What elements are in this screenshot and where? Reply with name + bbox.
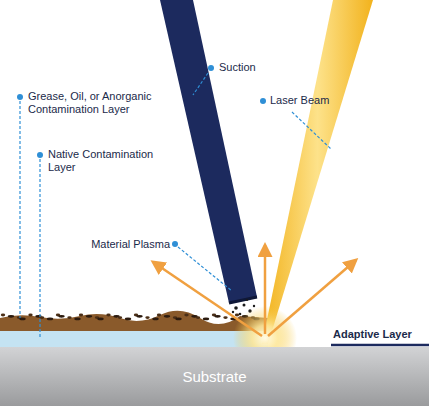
layer-label: Grease, Oil, or Anorganic Contamination … [28,90,168,116]
leader-lines [20,73,331,338]
part-label: Laser Beam [270,94,360,107]
node-label: Substrate [182,368,246,385]
part-label: Suction [219,61,299,74]
laser-beam [262,0,373,344]
part-label: Material Plasma [78,238,170,251]
leader-dots [17,65,266,247]
layer-label: Adaptive Layer [333,328,427,341]
adaptive-layer-line [331,344,429,347]
suction-tube [160,0,257,303]
layer-label: Native Contamination Layer [48,148,160,174]
plasma-arrows [153,245,356,336]
substrate-band: Substrate [0,347,429,406]
tube-mouth [229,297,257,303]
